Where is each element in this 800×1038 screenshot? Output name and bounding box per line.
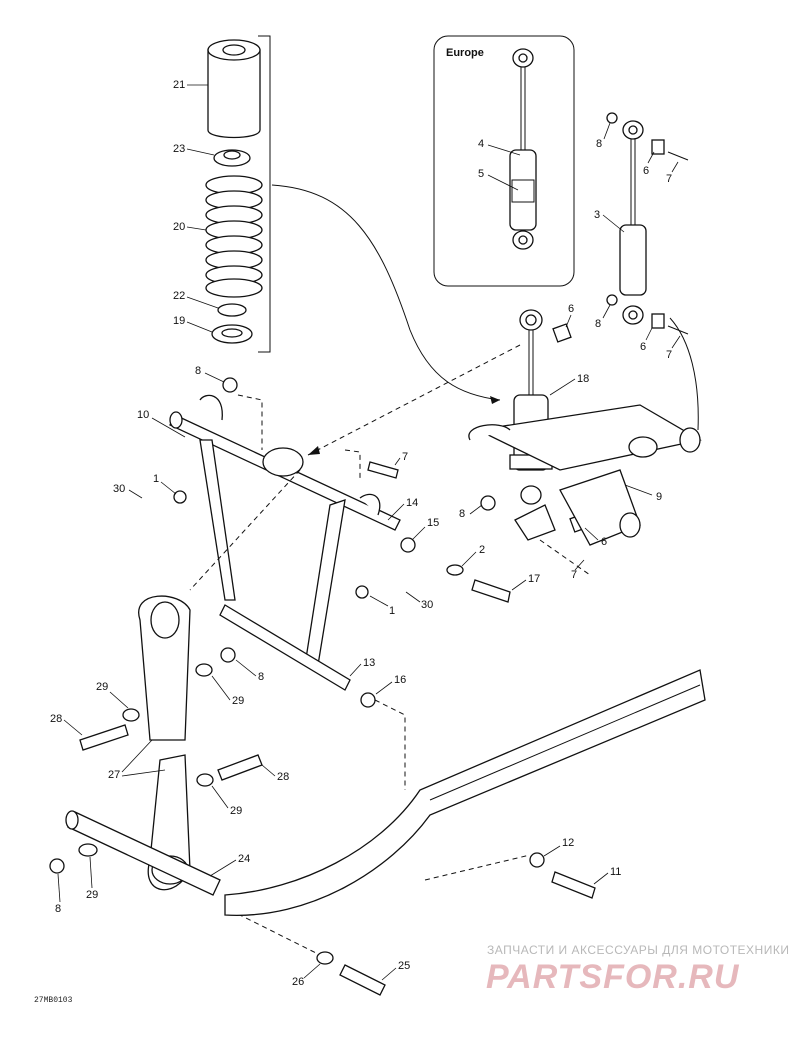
callout-6-top: 6	[643, 165, 649, 177]
shock-absorber-rear	[606, 112, 699, 431]
callout-20: 20	[173, 221, 185, 233]
callout-6-shock: 6	[568, 303, 574, 315]
callout-4: 4	[478, 138, 484, 150]
rubber-boot	[207, 39, 261, 139]
callout-11: 11	[610, 866, 621, 878]
callout-30-left: 30	[113, 483, 125, 495]
callout-28-right: 28	[277, 771, 289, 783]
callout-29-right: 29	[232, 695, 244, 707]
callout-15: 15	[427, 517, 439, 529]
callout-12: 12	[562, 837, 574, 849]
spring-kit-group	[205, 35, 501, 404]
callout-8-rear: 8	[459, 508, 465, 520]
callout-21: 21	[173, 79, 185, 91]
callout-18: 18	[577, 373, 589, 385]
callout-29-left: 29	[96, 681, 108, 693]
callout-6-mid: 6	[640, 341, 646, 353]
callout-9: 9	[656, 491, 662, 503]
callout-29-lower: 29	[230, 805, 242, 817]
callout-2: 2	[479, 544, 485, 556]
spring-washer	[217, 303, 247, 317]
spring-seat-upper	[213, 149, 251, 167]
callout-8-top: 8	[596, 138, 602, 150]
callout-8-bracket: 8	[258, 671, 264, 683]
front-axle	[49, 810, 221, 896]
callout-7-top: 7	[666, 173, 672, 185]
watermark-logo: PARTSFOR.RU	[486, 958, 740, 996]
coil-spring	[205, 175, 263, 298]
callout-26: 26	[292, 976, 304, 988]
front-arm-assembly	[169, 377, 511, 708]
callout-7-arm: 7	[402, 451, 408, 463]
callout-7-rear: 7	[571, 569, 577, 581]
callout-1-right: 1	[389, 605, 395, 617]
callout-13: 13	[363, 657, 375, 669]
callout-8-arm: 8	[195, 365, 201, 377]
callout-30-right: 30	[421, 599, 433, 611]
callout-16: 16	[394, 674, 406, 686]
callout-27: 27	[108, 769, 120, 781]
rear-arm-assembly	[468, 404, 702, 546]
callout-25: 25	[398, 960, 410, 972]
callout-23: 23	[173, 143, 185, 155]
callout-14: 14	[406, 497, 418, 509]
inset-title: Europe	[446, 47, 484, 59]
assembly-guides	[189, 344, 591, 961]
spring-seat-lower	[211, 324, 253, 344]
callout-19: 19	[173, 315, 185, 327]
callout-29-axle: 29	[86, 889, 98, 901]
watermark-tagline: ЗАПЧАСТИ И АКСЕССУАРЫ ДЛЯ МОТОТЕХНИКИ	[487, 943, 790, 957]
europe-inset: Europe	[433, 35, 575, 287]
callout-28-left: 28	[50, 713, 62, 725]
callout-labels: 21 23 20 22 19 4 5 8 6 7 3 8 6 7 6 18 8 …	[50, 79, 681, 988]
callout-22: 22	[173, 290, 185, 302]
callout-1-left: 1	[153, 473, 159, 485]
callout-10: 10	[137, 409, 149, 421]
slide-rail	[224, 669, 706, 996]
callout-17: 17	[528, 573, 540, 585]
callout-3: 3	[594, 209, 600, 221]
callout-8-mid: 8	[595, 318, 601, 330]
callout-7-mid: 7	[666, 349, 672, 361]
callout-6-rear: 6	[601, 536, 607, 548]
callout-5: 5	[478, 168, 484, 180]
reference-code: 27MB0103	[34, 996, 73, 1005]
callout-24: 24	[238, 853, 250, 865]
callout-8-axle: 8	[55, 903, 61, 915]
shock-absorber-europe	[509, 48, 537, 250]
